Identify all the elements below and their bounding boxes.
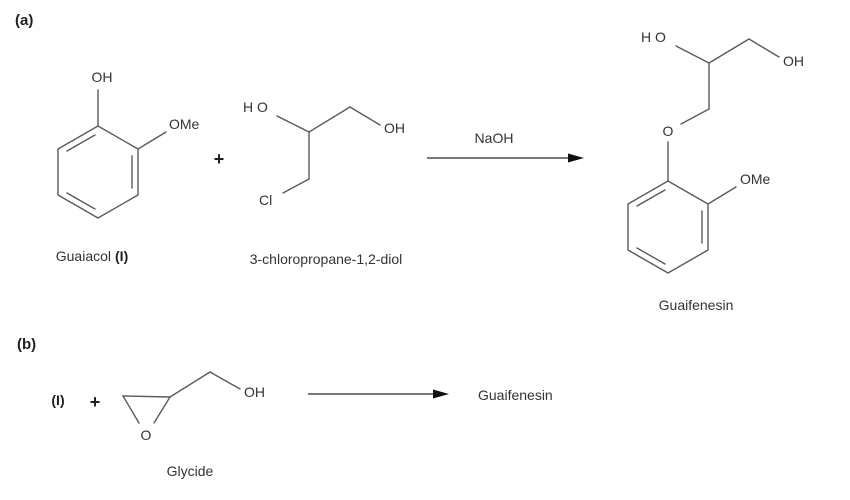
diol-bond-c3-cl bbox=[282, 178, 310, 194]
reagent-label-naoh: NaOH bbox=[475, 130, 514, 146]
glycide-structure: O OH Glycide bbox=[122, 371, 265, 479]
chloropropanediol-structure: H O OH Cl 3-chloropropane-1,2-diol bbox=[243, 99, 405, 267]
glycide-o-label: O bbox=[141, 427, 152, 443]
guaifenesin-double-bonds bbox=[636, 189, 703, 265]
diol-bond-c1-oh bbox=[349, 106, 381, 126]
double-bond-line bbox=[66, 192, 96, 210]
product-b-label: Guaifenesin bbox=[478, 387, 553, 403]
guaiacol-ome-label: OMe bbox=[169, 116, 200, 132]
guaiacol-oh-label: OH bbox=[92, 69, 113, 85]
plus-sign-b: + bbox=[90, 392, 101, 412]
guaifenesin-ho-label: H O bbox=[641, 29, 666, 45]
glycide-epoxide-right-edge bbox=[153, 396, 171, 424]
plus-sign-a: + bbox=[214, 149, 225, 169]
diol-cl-label: Cl bbox=[259, 192, 272, 208]
reaction-arrow-b bbox=[308, 389, 449, 399]
glycide-caption: Glycide bbox=[167, 463, 214, 479]
glycide-epoxide-left-edge bbox=[122, 395, 140, 424]
glycide-bond-c-ch2 bbox=[169, 371, 211, 398]
guaifenesin-bond-c1-oh bbox=[748, 38, 780, 58]
diol-oh-label: OH bbox=[384, 120, 405, 136]
section-a-label: (a) bbox=[15, 12, 33, 29]
diol-ho-label: H O bbox=[243, 99, 268, 115]
arrow-head bbox=[568, 153, 584, 163]
glycide-oh-label: OH bbox=[244, 384, 265, 400]
guaiacol-ome-bond bbox=[137, 131, 167, 150]
reaction-arrow-a: NaOH bbox=[427, 130, 584, 163]
section-b-label: (b) bbox=[17, 336, 36, 353]
guaifenesin-ether-o-label: O bbox=[663, 123, 674, 139]
diol-bond-c2-c1 bbox=[308, 106, 351, 133]
guaiacol-caption: Guaiacol (I) bbox=[56, 248, 128, 264]
guaiacol-benzene-ring bbox=[57, 125, 139, 219]
guaiacol-caption-name: Guaiacol bbox=[56, 248, 111, 264]
guaifenesin-ome-bond bbox=[707, 186, 737, 205]
guaiacol-structure: OH OMe Guaiacol (I) bbox=[56, 69, 200, 264]
guaifenesin-bond-ho-c2 bbox=[675, 45, 710, 64]
double-bond-line bbox=[66, 134, 96, 152]
guaiacol-double-bonds bbox=[66, 134, 133, 210]
glycide-epoxide-top-edge bbox=[122, 395, 171, 398]
reactant-ref-label: (I) bbox=[51, 392, 64, 408]
guaifenesin-benzene-ring bbox=[627, 180, 709, 274]
guaifenesin-oh-label: OH bbox=[783, 53, 804, 69]
diol-caption: 3-chloropropane-1,2-diol bbox=[250, 251, 403, 267]
double-bond-line bbox=[636, 247, 666, 265]
diol-bond-o-c2 bbox=[276, 115, 310, 133]
guaifenesin-bond-c3-o bbox=[680, 108, 710, 125]
guaifenesin-bond-c2-c1 bbox=[708, 38, 750, 64]
double-bond-line bbox=[636, 189, 666, 207]
guaifenesin-ome-label: OMe bbox=[740, 171, 771, 187]
guaifenesin-caption: Guaifenesin bbox=[659, 297, 734, 313]
guaiacol-caption-ref: (I) bbox=[115, 248, 128, 264]
glycide-bond-ch2-oh bbox=[209, 371, 241, 390]
guaifenesin-structure: H O OH O OMe Guaifenesin bbox=[627, 29, 804, 313]
arrow-head bbox=[433, 389, 449, 399]
